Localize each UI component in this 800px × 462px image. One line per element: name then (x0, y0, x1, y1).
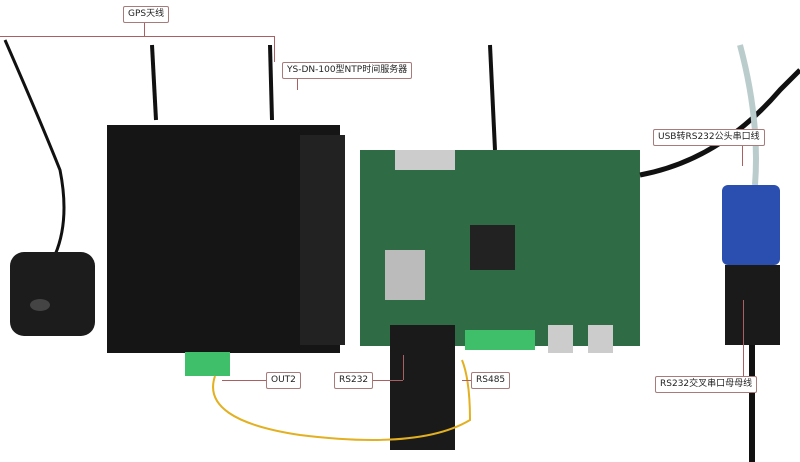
label-gps-antenna: GPS天线 (123, 6, 170, 23)
label-rs485: RS485 (471, 372, 511, 389)
gps-cable (3, 39, 66, 256)
label-usb-cable: USB转RS232公头串口线 (653, 129, 765, 146)
crossover-connector (725, 265, 780, 345)
antenna-cable-2 (268, 44, 274, 121)
battery-holder (385, 250, 425, 300)
label-out2: OUT2 (266, 372, 301, 389)
gps-antenna-puck (10, 252, 95, 336)
label-rs232: RS232 (334, 372, 374, 389)
db9-connector (390, 325, 455, 450)
label-crossover-cable: RS232交叉串口母母线 (655, 376, 758, 393)
antenna-cable-1 (150, 44, 158, 121)
terminal-block-out2 (185, 352, 230, 376)
cpu-chip (470, 225, 515, 270)
label-ntp-server: YS-DN-100型NTP时间服务器 (282, 62, 413, 79)
usb-rs232-connector (722, 185, 780, 265)
